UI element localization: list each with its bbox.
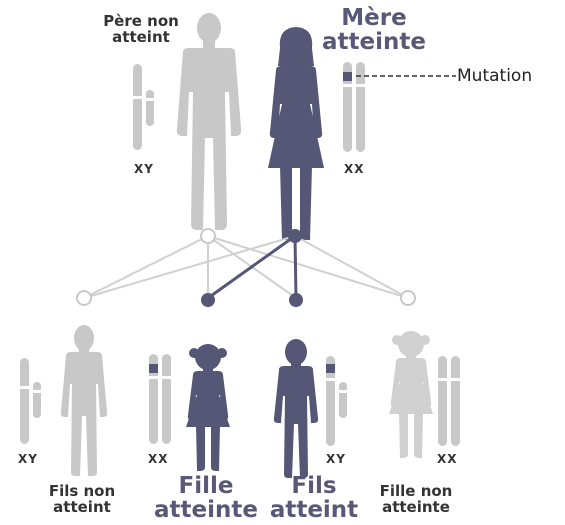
father-chromosome-label: XY bbox=[134, 162, 154, 176]
son-affected-chromosomes bbox=[326, 356, 347, 446]
son-affected-label: Fils atteint bbox=[264, 474, 364, 522]
unaffected-lines bbox=[84, 236, 408, 298]
son-unaffected-label: Fils non atteint bbox=[32, 484, 132, 516]
mutation-marker bbox=[343, 72, 352, 81]
mother-figure bbox=[268, 27, 324, 240]
daughter-unaffected-label-line2: atteinte bbox=[364, 500, 468, 516]
son-unaffected-node bbox=[77, 291, 91, 305]
mother-label-line1: Mère bbox=[312, 6, 436, 30]
father-label-line2: atteint bbox=[86, 30, 196, 46]
daughter-unaffected-chromosome-label: XX bbox=[437, 452, 458, 466]
son-unaffected-figure bbox=[61, 325, 107, 476]
daughter-affected-figure bbox=[186, 344, 230, 471]
mother-node bbox=[288, 229, 302, 243]
mother-label-line2: atteinte bbox=[312, 30, 436, 54]
son-unaffected-label-line2: atteint bbox=[32, 500, 132, 516]
daughter-unaffected-label: Fille non atteinte bbox=[364, 484, 468, 516]
daughter-affected-node bbox=[201, 293, 215, 307]
daughter-affected-label-line2: atteinte bbox=[146, 498, 266, 522]
father-chromosomes bbox=[133, 64, 154, 150]
daughter-affected-chromosomes bbox=[149, 354, 171, 444]
son-affected-node bbox=[289, 293, 303, 307]
father-figure bbox=[177, 13, 241, 230]
daughter-affected-chromosome-label: XX bbox=[148, 452, 169, 466]
son-unaffected-chromosomes bbox=[20, 358, 41, 444]
mother-label: Mère atteinte bbox=[312, 6, 436, 54]
son-affected-figure bbox=[274, 339, 318, 478]
mother-chromosomes bbox=[343, 62, 365, 152]
son-affected-label-line1: Fils bbox=[264, 474, 364, 498]
daughter-unaffected-node bbox=[401, 291, 415, 305]
son-affected-chromosome-label: XY bbox=[326, 452, 346, 466]
daughter-affected-label-line1: Fille bbox=[146, 474, 266, 498]
son-unaffected-chromosome-label: XY bbox=[18, 452, 38, 466]
mother-chromosome-label: XX bbox=[344, 162, 365, 176]
father-label: Père non atteint bbox=[86, 14, 196, 46]
daughter-affected-label: Fille atteinte bbox=[146, 474, 266, 522]
daughter-unaffected-figure bbox=[389, 331, 433, 458]
son-affected-label-line2: atteint bbox=[264, 498, 364, 522]
daughter-unaffected-chromosomes bbox=[438, 356, 460, 446]
mutation-label: Mutation bbox=[457, 66, 532, 86]
father-node bbox=[201, 229, 215, 243]
